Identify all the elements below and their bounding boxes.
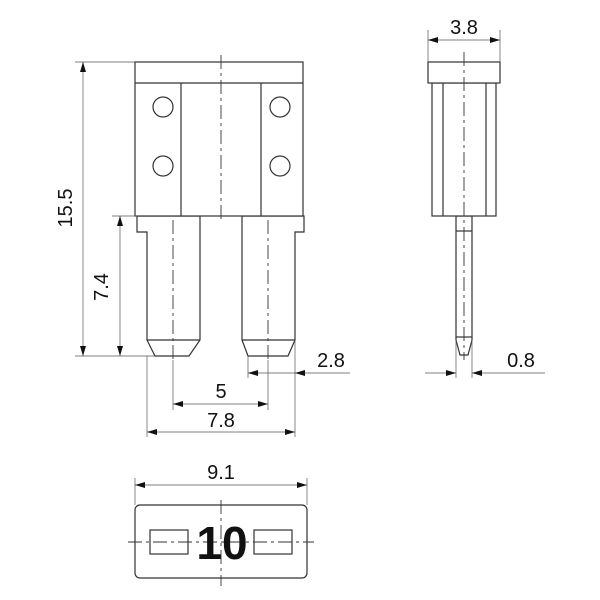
- test-hole: [152, 96, 174, 118]
- dimension-terminal-span: 7.8: [146, 340, 296, 437]
- dimension-label: 7.4: [91, 273, 113, 301]
- side-view: [427, 52, 501, 360]
- test-hole: [269, 155, 291, 177]
- rating-label: 10: [196, 517, 247, 569]
- front-view: [134, 55, 305, 360]
- dimension-label: 2.8: [317, 350, 345, 372]
- dimension-label: 0.8: [507, 350, 535, 372]
- right-terminal: [241, 215, 305, 357]
- dimension-label: 15.5: [55, 189, 77, 228]
- dimension-label: 3.8: [450, 17, 478, 39]
- dimension-top-width: 9.1: [134, 462, 308, 505]
- dimension-label: 5: [215, 381, 226, 403]
- dimension-thickness: 3.8: [427, 17, 501, 62]
- dimension-terminal-thickness: 0.8: [425, 340, 545, 378]
- test-hole: [152, 155, 174, 177]
- dimension-terminal-pitch: 5: [172, 360, 269, 410]
- dimension-label: 7.8: [207, 410, 235, 432]
- top-view: 10: [128, 500, 314, 586]
- test-hole: [269, 96, 291, 118]
- dimension-label: 9.1: [207, 462, 235, 484]
- dimension-terminal-width: 2.8: [247, 350, 350, 378]
- dimension-overall-height: 15.5: [55, 61, 155, 357]
- dimension-terminal-length: 7.4: [91, 215, 137, 356]
- fuse-body: [134, 61, 304, 217]
- left-terminal: [136, 215, 201, 357]
